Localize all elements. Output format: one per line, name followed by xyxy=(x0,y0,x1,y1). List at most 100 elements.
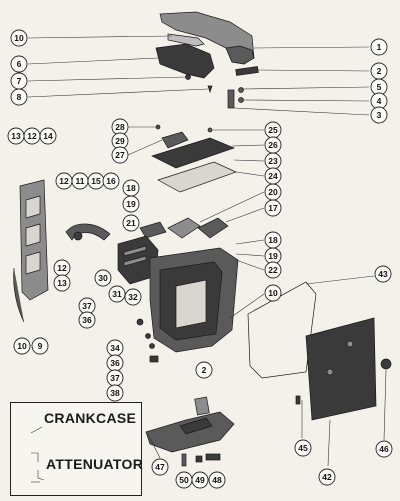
block-ribs xyxy=(123,245,147,267)
svg-text:21: 21 xyxy=(126,218,136,228)
svg-text:12: 12 xyxy=(57,263,67,273)
svg-text:22: 22 xyxy=(268,265,278,275)
svg-text:29: 29 xyxy=(115,136,125,146)
attenuator-label: ATTENUATOR xyxy=(46,456,144,472)
callout-31: 31 xyxy=(108,285,126,303)
leader-lines xyxy=(27,35,387,467)
callout-43: 43 xyxy=(374,265,392,283)
callout-13-low: 13 xyxy=(53,274,71,292)
svg-text:50: 50 xyxy=(179,475,189,485)
plate-hole xyxy=(346,340,354,348)
callout-32: 32 xyxy=(124,288,142,306)
bracket-part-6 xyxy=(155,43,215,79)
svg-text:4: 4 xyxy=(377,96,382,106)
side-frame-openings xyxy=(25,195,41,275)
grommet-part-11 xyxy=(73,231,83,241)
clip-part-3 xyxy=(227,89,235,109)
callout-36-upper: 36 xyxy=(78,311,96,329)
callout-8: 8 xyxy=(10,88,28,106)
svg-text:20: 20 xyxy=(268,187,278,197)
svg-text:30: 30 xyxy=(98,273,108,283)
svg-text:10: 10 xyxy=(268,288,278,298)
svg-text:10: 10 xyxy=(17,341,27,351)
svg-text:37: 37 xyxy=(82,301,92,311)
svg-text:12: 12 xyxy=(27,131,37,141)
hose-part-10 xyxy=(13,267,25,323)
callout-10-top: 10 xyxy=(10,29,28,47)
svg-text:18: 18 xyxy=(268,235,278,245)
tube-part-20 xyxy=(167,217,201,239)
plate-hole xyxy=(326,368,334,376)
svg-text:28: 28 xyxy=(115,122,125,132)
svg-text:16: 16 xyxy=(106,176,116,186)
screw-part-45 xyxy=(295,395,301,405)
svg-text:32: 32 xyxy=(128,292,138,302)
svg-text:12: 12 xyxy=(59,176,69,186)
svg-text:24: 24 xyxy=(268,171,278,181)
nut-part-38 xyxy=(149,355,159,363)
callout-46: 46 xyxy=(375,440,393,458)
svg-text:47: 47 xyxy=(155,462,165,472)
svg-text:49: 49 xyxy=(195,475,205,485)
svg-text:46: 46 xyxy=(379,444,389,454)
callout-21: 21 xyxy=(122,214,140,232)
callout-22: 22 xyxy=(264,261,282,279)
bracket-part-47-detail xyxy=(179,417,213,435)
part-50 xyxy=(181,453,187,467)
decal-legend-box xyxy=(10,402,142,496)
svg-text:3: 3 xyxy=(377,110,382,120)
callout-10-bottom-left: 10 xyxy=(13,337,31,355)
callout-38: 38 xyxy=(106,384,124,402)
svg-text:14: 14 xyxy=(43,131,53,141)
svg-text:48: 48 xyxy=(212,475,222,485)
callout-17: 17 xyxy=(264,199,282,217)
callout-6: 6 xyxy=(10,55,28,73)
callout-49: 49 xyxy=(191,471,209,489)
callout-2-bottom: 2 xyxy=(195,361,213,379)
callout-37-upper: 37 xyxy=(78,297,96,315)
svg-text:10: 10 xyxy=(14,33,24,43)
washer-part-37 xyxy=(149,343,155,349)
svg-text:11: 11 xyxy=(76,176,85,186)
callout-9: 9 xyxy=(31,337,49,355)
callout-10-right: 10 xyxy=(264,284,282,302)
callout-30: 30 xyxy=(94,269,112,287)
gasket-part-43 xyxy=(247,281,317,379)
attenuator-plate-part-42 xyxy=(305,317,377,421)
svg-text:9: 9 xyxy=(38,341,43,351)
svg-text:37: 37 xyxy=(110,373,120,383)
cap-part-46 xyxy=(380,358,392,370)
svg-text:19: 19 xyxy=(268,251,278,261)
svg-text:2: 2 xyxy=(202,365,207,375)
callout-18-lower: 18 xyxy=(264,231,282,249)
callout-1: 1 xyxy=(370,38,388,56)
plate-part-27 xyxy=(161,131,189,149)
svg-text:34: 34 xyxy=(110,343,120,353)
svg-text:45: 45 xyxy=(298,443,308,453)
svg-text:36: 36 xyxy=(110,358,120,368)
svg-text:38: 38 xyxy=(110,388,120,398)
svg-text:31: 31 xyxy=(112,289,122,299)
svg-text:27: 27 xyxy=(115,150,125,160)
svg-text:7: 7 xyxy=(17,76,22,86)
svg-text:18: 18 xyxy=(126,183,136,193)
seal-strip-part xyxy=(167,33,205,47)
svg-text:1: 1 xyxy=(377,42,382,52)
callout-16: 16 xyxy=(102,172,120,190)
crankcase-label: CRANKCASE xyxy=(44,410,137,426)
callout-34: 34 xyxy=(106,339,124,357)
part-49 xyxy=(195,455,203,463)
svg-text:26: 26 xyxy=(268,140,278,150)
svg-text:36: 36 xyxy=(82,315,92,325)
svg-text:13: 13 xyxy=(11,131,21,141)
svg-text:25: 25 xyxy=(268,125,278,135)
washer-part-36 xyxy=(145,333,151,339)
svg-text:5: 5 xyxy=(377,82,382,92)
callout-14: 14 xyxy=(39,127,57,145)
valve-part-21 xyxy=(139,221,167,239)
callout-19-upper: 19 xyxy=(122,195,140,213)
callout-47: 47 xyxy=(151,458,169,476)
svg-text:42: 42 xyxy=(322,472,332,482)
svg-text:17: 17 xyxy=(268,203,278,213)
